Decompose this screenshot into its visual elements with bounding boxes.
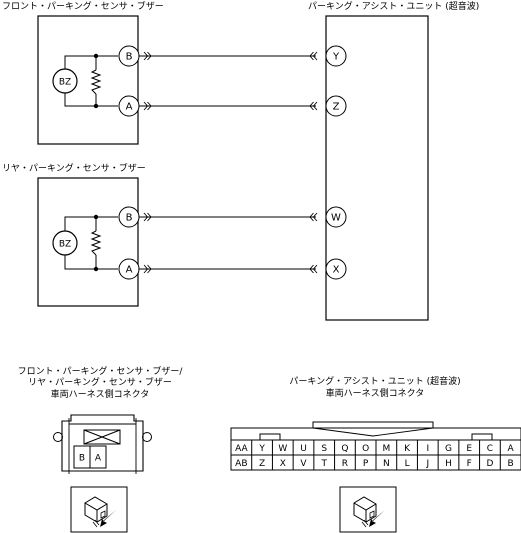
harness-wires: [139, 51, 318, 274]
unit-connector-cavity-n: N: [383, 459, 390, 469]
svg-text:Y: Y: [332, 52, 340, 63]
buzzer-connector-pin-a: A: [95, 454, 102, 464]
unit-connector-title-line1: パーキング・アシスト・ユニット (超音波): [289, 375, 460, 387]
svg-text:W: W: [331, 213, 341, 224]
front-buzzer-title: フロント・パーキング・センサ・ブザー: [2, 0, 164, 12]
unit-connector-cavity-aa: AA: [235, 444, 248, 454]
unit-connector-cavity-x: X: [280, 459, 286, 469]
svg-text:Z: Z: [333, 102, 340, 113]
unit-connector-cavity-p: P: [363, 459, 369, 469]
front-buzzer-bz-label: BZ: [59, 78, 71, 88]
rear-buzzer-resistor: [90, 230, 102, 256]
front-buzzer-internal-wiring: [64, 55, 118, 107]
unit-connector-cavity-i: I: [426, 444, 429, 454]
buzzer-connector-title-line3: 車両ハーネス側コネクタ: [51, 388, 150, 400]
unit-connector-cavity-o: O: [362, 444, 369, 454]
svg-text:A: A: [126, 102, 133, 113]
unit-connector-cavity-y: Y: [258, 444, 265, 454]
unit-connector-cavity-f: F: [467, 459, 472, 469]
unit-connector-view-icon: [339, 486, 397, 533]
assist-unit-box: [325, 15, 429, 321]
svg-text:B: B: [126, 52, 133, 63]
buzzer-connector-face: B A: [53, 414, 152, 474]
unit-connector-cavity-u: U: [300, 444, 307, 454]
unit-connector-cavity-b: B: [508, 459, 514, 469]
unit-connector-cavity-j: J: [425, 459, 429, 469]
buzzer-connector-pin-b: B: [79, 454, 85, 464]
unit-connector-cavity-ab: AB: [235, 459, 247, 469]
unit-connector-cavity-t: T: [320, 459, 327, 469]
unit-connector-title-line2: 車両ハーネス側コネクタ: [326, 387, 425, 399]
unit-pin-z: [325, 95, 347, 117]
unit-pin-w: [325, 206, 347, 228]
front-buzzer-resistor: [90, 69, 102, 95]
buzzer-connector-view-icon: [70, 486, 128, 533]
unit-connector-cavity-z: Z: [259, 459, 265, 469]
svg-text:X: X: [333, 265, 340, 276]
unit-connector-cavity-c: C: [487, 444, 493, 454]
assist-unit-title: パーキング・アシスト・ユニット (超音波): [308, 0, 479, 12]
unit-connector-cavity-k: K: [404, 444, 411, 454]
buzzer-connector-title-line1: フロント・パーキング・センサ・ブザー/: [18, 365, 184, 377]
rear-buzzer: BZ B A: [37, 177, 140, 307]
unit-connector-cavity-s: S: [321, 444, 327, 454]
unit-connector-cavity-w: W: [278, 444, 287, 454]
rear-buzzer-internal-wiring: [64, 216, 118, 270]
unit-pin-x: [325, 258, 347, 280]
unit-connector-cavity-m: M: [382, 444, 390, 454]
front-buzzer: BZ B A: [37, 15, 140, 145]
unit-connector-cavity-r: R: [342, 459, 348, 469]
svg-text:B: B: [126, 213, 133, 224]
unit-connector-cavity-v: V: [300, 459, 307, 469]
unit-connector-cavity-a: A: [508, 444, 515, 454]
svg-text:A: A: [126, 265, 133, 276]
rear-buzzer-bz-label: BZ: [59, 240, 71, 250]
rear-buzzer-title: リヤ・パーキング・センサ・ブザー: [2, 162, 146, 174]
unit-pin-y: [325, 45, 347, 67]
unit-connector-cavity-q: Q: [341, 444, 348, 454]
unit-connector-cavity-l: L: [405, 459, 410, 469]
buzzer-connector-title-line2: リヤ・パーキング・センサ・ブザー: [28, 376, 172, 388]
front-buzzer-box: [37, 15, 139, 145]
unit-connector-cavity-h: H: [445, 459, 452, 469]
rear-buzzer-box: [37, 177, 139, 307]
unit-connector-cavity-e: E: [466, 444, 472, 454]
unit-connector-cavity-d: D: [486, 459, 493, 469]
assist-unit-pins: Y Z W X: [325, 45, 347, 280]
unit-connector-cavity-g: G: [445, 444, 452, 454]
unit-connector-face: AA Y W U S Q O M K I G E C A AB Z X V T R P N L J H F D B: [230, 421, 521, 471]
